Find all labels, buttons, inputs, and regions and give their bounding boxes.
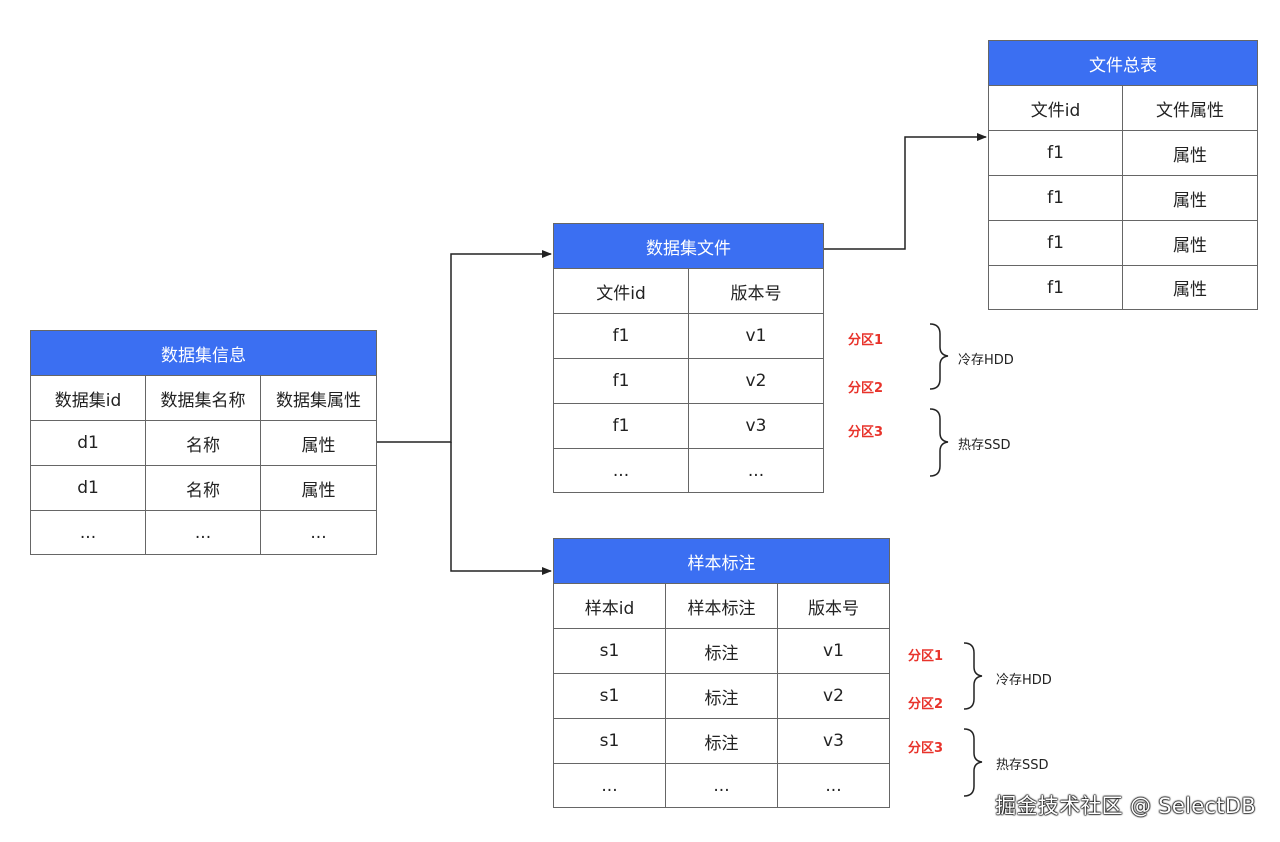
partition-label: 分区1 <box>908 649 944 664</box>
storage-label-cold: 冷存HDD <box>958 353 1014 368</box>
watermark: 掘金技术社区 @ SelectDB <box>995 794 1256 818</box>
table-cell: ... <box>145 510 261 555</box>
file-master-table: 文件总表 文件id 文件属性 f1 属性 f1 属性 f1 属性 f1 属性 <box>988 40 1258 310</box>
table-row: s1 标注 v2 <box>553 673 890 719</box>
table-cell: 标注 <box>665 673 778 719</box>
column-header: 数据集属性 <box>259 375 378 421</box>
table-row: ... ... <box>553 448 824 493</box>
table-row: s1 标注 v1 <box>553 628 890 674</box>
column-header: 样本标注 <box>665 583 778 629</box>
brace-hot-storage-2 <box>963 728 983 797</box>
column-header: 数据集id <box>30 375 146 421</box>
table-cell: 属性 <box>259 420 378 466</box>
table-cell: 标注 <box>665 628 778 674</box>
table-cell: v1 <box>688 313 824 359</box>
table-row: ... ... ... <box>30 510 378 555</box>
table-cell: v3 <box>688 403 824 449</box>
table-cell: 属性 <box>1122 265 1258 310</box>
table-row: s1 标注 v3 <box>553 718 890 764</box>
table-cell: ... <box>688 448 824 493</box>
dataset-file-title: 数据集文件 <box>553 223 824 269</box>
partition-label: 分区2 <box>908 697 944 712</box>
table-cell: 属性 <box>1122 130 1258 176</box>
storage-label-hot: 热存SSD <box>958 438 1011 453</box>
table-cell: f1 <box>553 403 689 449</box>
column-header: 版本号 <box>777 583 890 629</box>
dataset-info-title: 数据集信息 <box>29 330 378 376</box>
table-cell: f1 <box>988 220 1123 266</box>
column-header: 文件id <box>988 85 1123 131</box>
table-cell: d1 <box>30 420 146 466</box>
table-cell: 名称 <box>145 420 261 466</box>
table-cell: ... <box>259 510 378 555</box>
column-header: 样本id <box>553 583 666 629</box>
table-cell: d1 <box>30 465 146 511</box>
table-cell: f1 <box>553 313 689 359</box>
table-row: f1 v1 <box>553 313 824 359</box>
table-cell: s1 <box>553 673 666 719</box>
partition-label: 分区2 <box>848 381 884 396</box>
table-cell: 标注 <box>665 718 778 764</box>
table-row: f1 属性 <box>988 130 1258 176</box>
table-cell: f1 <box>988 175 1123 221</box>
partition-label: 分区3 <box>908 741 944 756</box>
table-cell: 名称 <box>145 465 261 511</box>
table-cell: 属性 <box>259 465 378 511</box>
table-cell: 属性 <box>1122 220 1258 266</box>
table-cell: ... <box>553 763 666 808</box>
table-cell: f1 <box>988 265 1123 310</box>
table-row: ... ... ... <box>553 763 890 808</box>
brace-cold-storage-1 <box>929 323 949 390</box>
file-master-title: 文件总表 <box>988 40 1258 86</box>
arrow-to-file-master <box>823 133 987 250</box>
table-cell: s1 <box>553 718 666 764</box>
table-row: f1 属性 <box>988 265 1258 310</box>
table-cell: f1 <box>988 130 1123 176</box>
table-cell: v1 <box>777 628 890 674</box>
brace-hot-storage-1 <box>929 408 949 477</box>
table-row: f1 属性 <box>988 220 1258 266</box>
table-row: f1 v3 <box>553 403 824 449</box>
arrow-to-sample-annotation <box>450 442 552 575</box>
table-row: d1 名称 属性 <box>30 420 378 466</box>
table-row: d1 名称 属性 <box>30 465 378 511</box>
table-cell: ... <box>665 763 778 808</box>
table-cell: ... <box>777 763 890 808</box>
column-header: 文件属性 <box>1122 85 1258 131</box>
column-header: 版本号 <box>688 268 824 314</box>
column-header: 文件id <box>553 268 689 314</box>
table-cell: 属性 <box>1122 175 1258 221</box>
table-cell: f1 <box>553 358 689 404</box>
arrow-to-dataset-file <box>376 250 552 443</box>
table-cell: s1 <box>553 628 666 674</box>
table-row: f1 属性 <box>988 175 1258 221</box>
column-header: 数据集名称 <box>145 375 261 421</box>
storage-label-hot: 热存SSD <box>996 758 1049 773</box>
partition-label: 分区1 <box>848 333 884 348</box>
table-row: f1 v2 <box>553 358 824 404</box>
brace-cold-storage-2 <box>963 642 983 710</box>
sample-annotation-title: 样本标注 <box>553 538 890 584</box>
partition-label: 分区3 <box>848 425 884 440</box>
sample-annotation-table: 样本标注 样本id 样本标注 版本号 s1 标注 v1 s1 标注 v2 s1 … <box>553 538 890 808</box>
table-cell: ... <box>553 448 689 493</box>
storage-label-cold: 冷存HDD <box>996 673 1052 688</box>
table-cell: v3 <box>777 718 890 764</box>
table-cell: v2 <box>688 358 824 404</box>
dataset-file-table: 数据集文件 文件id 版本号 f1 v1 f1 v2 f1 v3 ... ... <box>553 223 824 493</box>
dataset-info-table: 数据集信息 数据集id 数据集名称 数据集属性 d1 名称 属性 d1 名称 属… <box>29 330 378 555</box>
table-cell: ... <box>30 510 146 555</box>
table-cell: v2 <box>777 673 890 719</box>
